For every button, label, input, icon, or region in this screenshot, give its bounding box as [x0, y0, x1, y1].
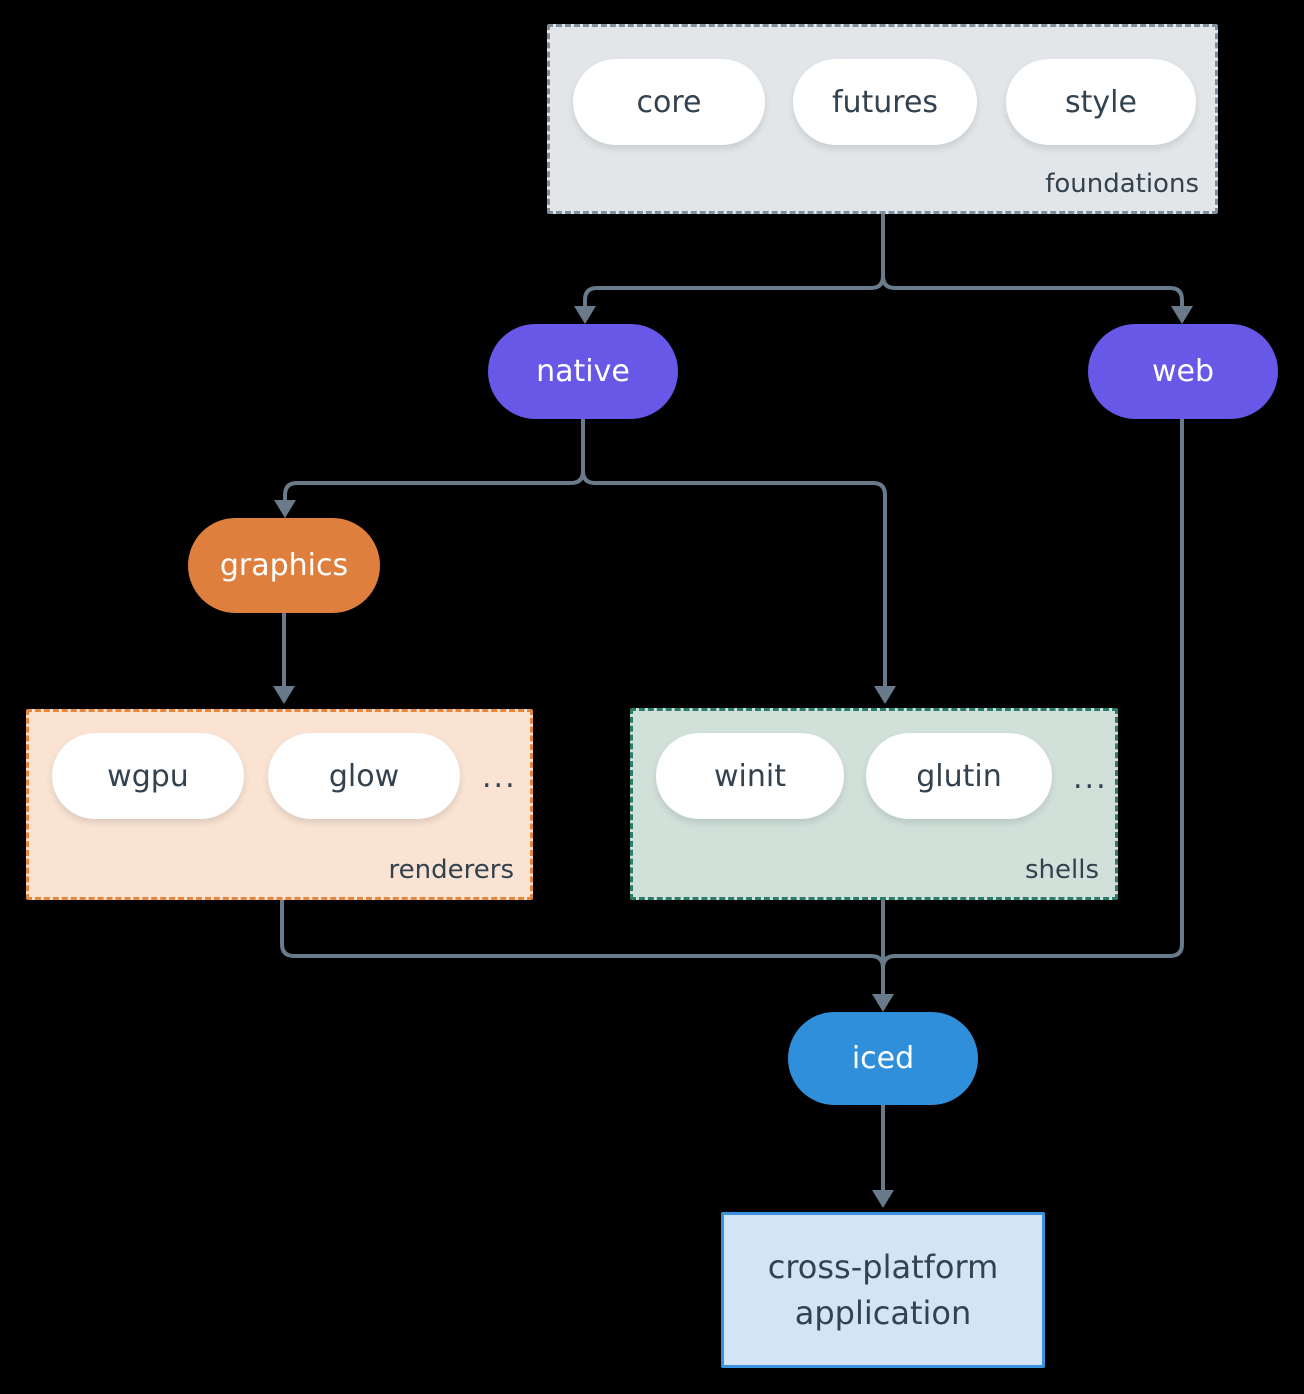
- crate-pill-glow: glow: [268, 733, 460, 819]
- arrowhead-web: [1171, 306, 1193, 324]
- graphics-node-label: graphics: [219, 548, 349, 583]
- connector-native-graphics: [283, 419, 585, 500]
- connector-renderers-iced: [280, 900, 885, 969]
- shells-group: winit glutin ... shells: [630, 708, 1118, 900]
- graphics-node: graphics: [188, 518, 380, 613]
- foundations-group-label: foundations: [1045, 169, 1199, 199]
- arrowhead-shells: [874, 686, 896, 704]
- iced-node-label: iced: [851, 1041, 915, 1076]
- crate-pill-core: core: [573, 59, 765, 145]
- crate-label: glow: [328, 758, 400, 794]
- renderers-group-label: renderers: [388, 855, 514, 885]
- crate-label: wgpu: [107, 758, 189, 794]
- crate-label: core: [636, 84, 702, 120]
- arrowhead-app: [872, 1190, 894, 1208]
- crate-pill-futures: futures: [793, 59, 977, 145]
- web-node: web: [1088, 324, 1278, 419]
- shells-group-label: shells: [1024, 855, 1099, 885]
- arrowhead-iced: [872, 994, 894, 1012]
- native-node-label: native: [536, 354, 630, 389]
- crate-label: style: [1065, 84, 1137, 120]
- crate-pill-winit: winit: [656, 733, 844, 819]
- crate-pill-glutin: glutin: [866, 733, 1052, 819]
- application-label-line2: application: [794, 1294, 972, 1332]
- connector-native-shells: [581, 470, 887, 686]
- application-node: cross-platform application: [721, 1212, 1045, 1368]
- crate-pill-wgpu: wgpu: [52, 733, 244, 819]
- connector-foundations-native: [583, 214, 885, 306]
- arrowhead-native: [574, 306, 596, 324]
- crate-label: winit: [714, 758, 786, 794]
- renderers-group: wgpu glow ... renderers: [26, 709, 533, 900]
- connector-foundations-web: [881, 275, 1184, 306]
- renderers-ellipsis: ...: [482, 760, 517, 795]
- arrowhead-renderers: [273, 686, 295, 704]
- crate-pill-style: style: [1006, 59, 1196, 145]
- shells-ellipsis: ...: [1073, 761, 1108, 796]
- arrowhead-graphics: [274, 500, 296, 518]
- iced-node: iced: [788, 1012, 978, 1105]
- foundations-group: core futures style foundations: [547, 24, 1218, 214]
- crate-label: futures: [831, 84, 939, 120]
- web-node-label: web: [1151, 354, 1215, 389]
- crate-label: glutin: [916, 758, 1002, 794]
- application-label-line1: cross-platform: [767, 1247, 999, 1286]
- native-node: native: [488, 324, 678, 419]
